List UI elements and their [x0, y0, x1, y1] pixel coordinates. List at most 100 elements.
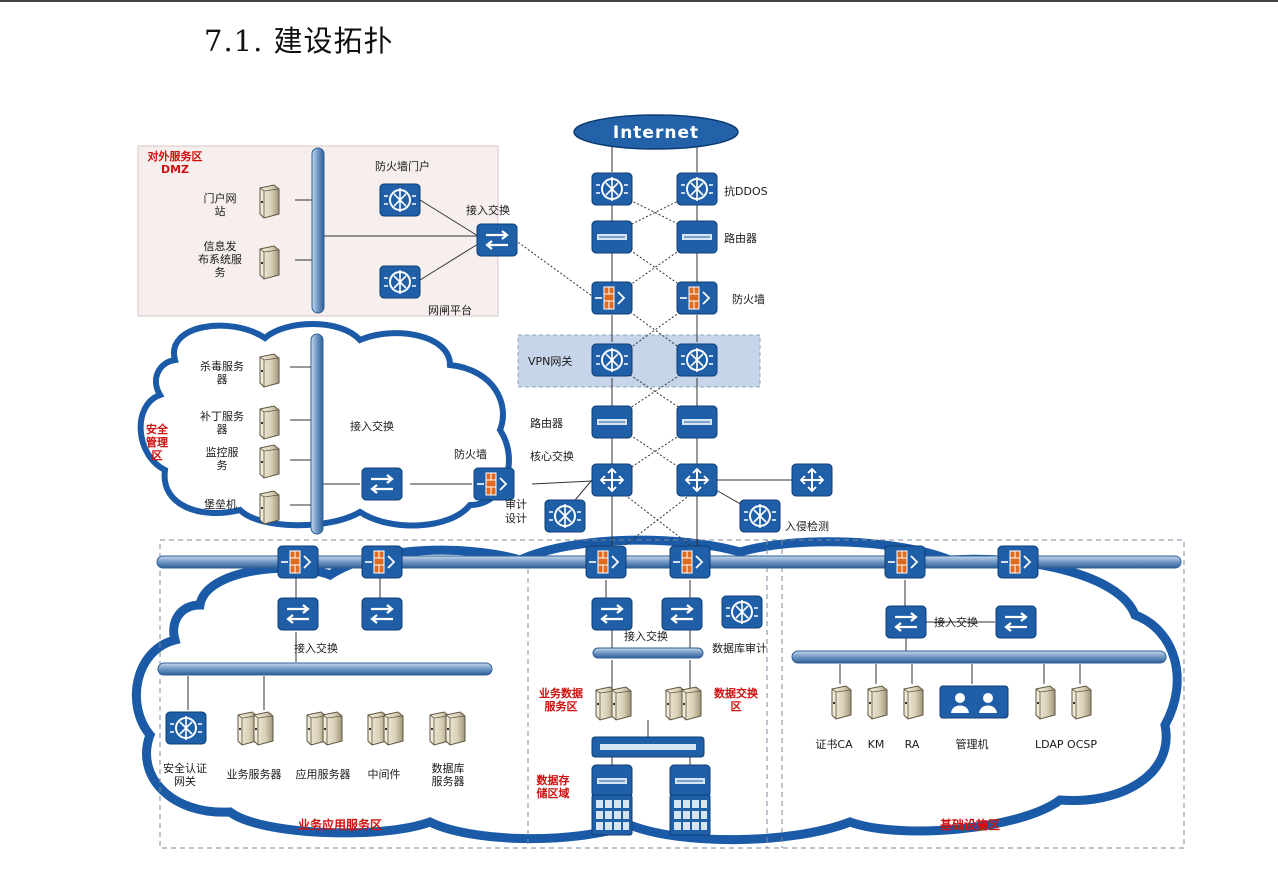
right-access-switch-2-icon — [994, 604, 1038, 640]
storage-switch-right-icon — [669, 764, 711, 798]
monitor-server-label: 监控服务 — [206, 445, 239, 472]
ldap-ocsp-label: LDAP OCSP — [1035, 738, 1097, 751]
internet-label: Internet — [613, 123, 699, 143]
left-access-switch-1-icon — [276, 596, 320, 632]
sec-firewall-icon — [473, 467, 515, 501]
dmz-firewall-label: 防火墙门户 — [375, 159, 430, 173]
router-right-icon — [676, 220, 718, 254]
business-server-icon — [238, 712, 273, 745]
patch-server-label: 补丁服务器 — [200, 410, 244, 436]
mid-access-switch-2-icon — [660, 596, 704, 632]
patch-server-icon — [259, 405, 280, 440]
router-left-icon — [591, 220, 633, 254]
ocsp-server-icon — [1071, 685, 1092, 720]
middle-zone-bus — [592, 647, 704, 659]
core-switch-label: 核心交换 — [530, 449, 574, 463]
ldap-server-icon — [1035, 685, 1056, 720]
ids-right-icon — [676, 172, 718, 206]
bus-firewall-2-icon — [361, 545, 403, 579]
sec-firewall-label: 防火墙 — [454, 447, 487, 461]
bus-firewall-1-icon — [277, 545, 319, 579]
portal-server-label: 门户网站 — [204, 191, 237, 218]
bus-firewall-4-icon — [669, 545, 711, 579]
data-exchange-server-icon — [666, 687, 701, 720]
core-switch-left-icon — [591, 463, 633, 497]
right-access-switch-label: 接入交换 — [934, 615, 978, 629]
right-zone-bus — [791, 650, 1167, 664]
storage-switch-left-icon — [591, 764, 633, 798]
data-service-zone-label: 业务数据服务区 — [539, 686, 583, 713]
infrastructure-zone-label: 基础设施区 — [939, 817, 1000, 832]
internet-cloud — [573, 114, 739, 150]
publish-server-icon — [259, 245, 280, 280]
bus-firewall-5-icon — [884, 545, 926, 579]
vpn-gateway-label: VPN网关 — [528, 354, 572, 368]
business-zone-label: 业务应用服务区 — [298, 817, 382, 832]
bus-firewall-6-icon — [997, 545, 1039, 579]
ra-label: RA — [905, 738, 920, 751]
zone-dividers — [159, 539, 1185, 849]
portal-server-icon — [259, 184, 280, 219]
business-cloud — [131, 535, 1182, 845]
db-audit-label: 数据库审计 — [712, 641, 767, 655]
dmz-switch-label: 接入交换 — [466, 203, 510, 217]
audit-label: 审计设计 — [505, 497, 527, 525]
data-exchange-zone-label: 数据交换区 — [714, 686, 759, 713]
application-server-label: 应用服务器 — [296, 767, 351, 781]
core-switch-right-icon — [676, 463, 718, 497]
left-access-switch-2-icon — [360, 596, 404, 632]
security-vertical-bus — [310, 333, 324, 535]
mid-access-switch-1-icon — [590, 596, 634, 632]
security-auth-gateway-label: 安全认证网关 — [163, 761, 207, 788]
bus-firewall-3-icon — [585, 545, 627, 579]
firewall-right-icon — [676, 281, 718, 315]
ca-server-icon — [831, 685, 852, 720]
database-server-icon — [430, 712, 465, 745]
business-server-label: 业务服务器 — [227, 768, 282, 781]
router2-label: 路由器 — [530, 416, 563, 430]
bastion-host-label: 堡垒机 — [204, 497, 237, 511]
dmz-firewall-icon — [379, 183, 421, 217]
km-label: KM — [868, 738, 885, 751]
firewall-label: 防火墙 — [732, 292, 765, 306]
management-console-icon — [939, 685, 1009, 719]
monitor-server-icon — [259, 444, 280, 479]
vpn-gateway-left-icon — [591, 343, 633, 377]
dmz-switch-icon — [475, 222, 519, 258]
anti-ddos-label: 抗DDOS — [724, 184, 768, 198]
ca-label: 证书CA — [815, 738, 853, 751]
management-console-label: 管理机 — [956, 737, 989, 751]
section-heading: 7.1. 建设拓扑 — [204, 24, 394, 58]
security-mgmt-cloud — [137, 321, 512, 529]
audit-icon — [544, 499, 586, 533]
data-storage-zone-label: 数据存储区域 — [537, 773, 570, 800]
router2-right-icon — [676, 405, 718, 439]
ra-server-icon — [903, 685, 924, 720]
bastion-host-icon — [259, 490, 280, 525]
vpn-gateway-right-icon — [676, 343, 718, 377]
router-label: 路由器 — [724, 231, 757, 245]
intrusion-detection-icon — [739, 499, 781, 533]
db-audit-icon — [721, 595, 763, 629]
ids-left-icon — [591, 172, 633, 206]
firewall-left-icon — [591, 281, 633, 315]
sec-access-switch-label: 接入交换 — [350, 419, 394, 433]
middleware-server-icon — [368, 712, 403, 745]
mid-access-switch-label: 接入交换 — [624, 629, 668, 643]
security-auth-gateway-icon — [165, 711, 207, 745]
application-server-icon — [307, 712, 342, 745]
intrusion-detection-label: 入侵检测 — [785, 519, 829, 533]
dmz-gateway-icon — [379, 265, 421, 299]
middleware-label: 中间件 — [368, 768, 401, 781]
publish-server-label: 信息发布系统服务 — [198, 239, 242, 279]
core-switch-extra-icon — [791, 463, 833, 497]
storage-array-left-icon — [591, 794, 633, 836]
vpn-zone — [517, 334, 761, 388]
km-server-icon — [867, 685, 888, 720]
left-zone-bus — [157, 662, 493, 676]
top-rule — [0, 0, 1278, 2]
antivirus-server-label: 杀毒服务器 — [200, 359, 244, 386]
router2-left-icon — [591, 405, 633, 439]
security-zone-label: 安全管理区 — [146, 422, 169, 462]
